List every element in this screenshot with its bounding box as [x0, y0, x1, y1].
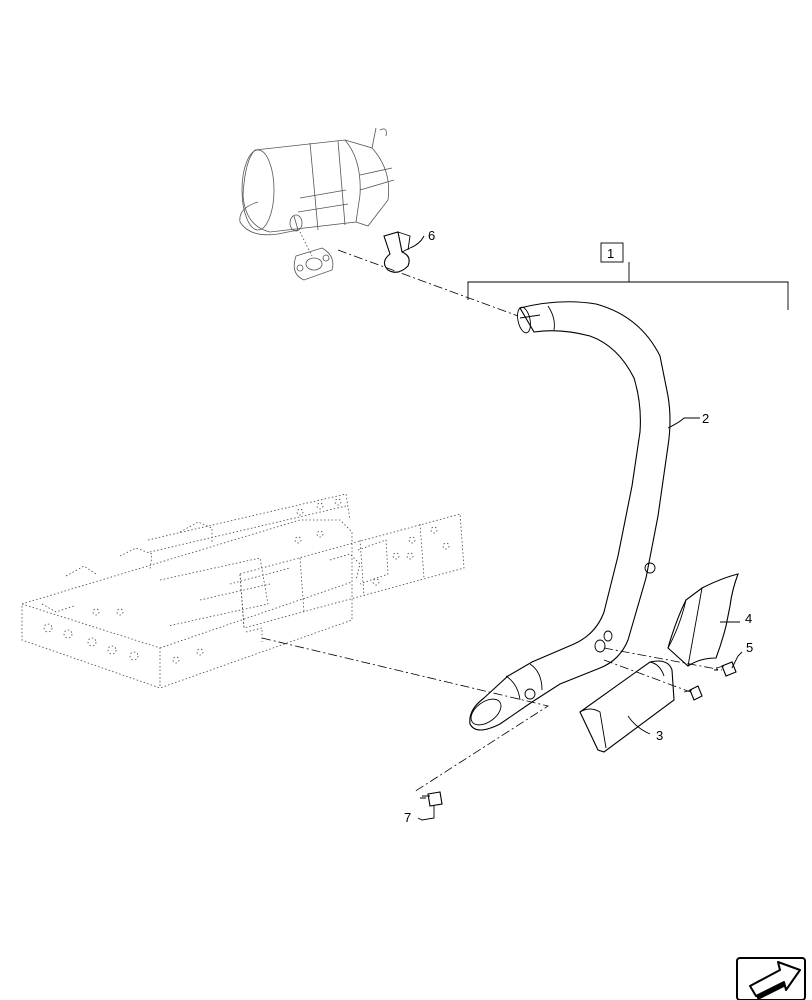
next-page-arrow-icon[interactable] — [736, 957, 806, 1000]
chassis-frame — [21, 493, 465, 689]
alignment-line-frame — [261, 637, 550, 793]
screw-shield-part: 5 — [683, 640, 753, 701]
alignment-line-shield — [603, 647, 723, 671]
alignment-line-upper — [337, 249, 519, 317]
heat-shield-upper-part: 4 — [667, 573, 752, 667]
assembly-bracket: 1 — [467, 242, 789, 310]
muffler-assembly — [239, 127, 395, 281]
callout-2: 2 — [702, 411, 709, 426]
callout-6: 6 — [428, 228, 435, 243]
callout-3: 3 — [656, 728, 663, 743]
callout-7: 7 — [404, 810, 411, 825]
alignment-line-shield-lower — [603, 659, 697, 695]
heat-shield-lower-part: 3 — [579, 660, 675, 753]
callout-5: 5 — [746, 640, 753, 655]
callout-1: 1 — [607, 246, 614, 261]
callout-4: 4 — [745, 611, 752, 626]
clamp-part: 6 — [383, 228, 435, 273]
exhaust-pipe-part: 2 — [469, 301, 709, 731]
screw-frame-part: 7 — [404, 791, 443, 825]
